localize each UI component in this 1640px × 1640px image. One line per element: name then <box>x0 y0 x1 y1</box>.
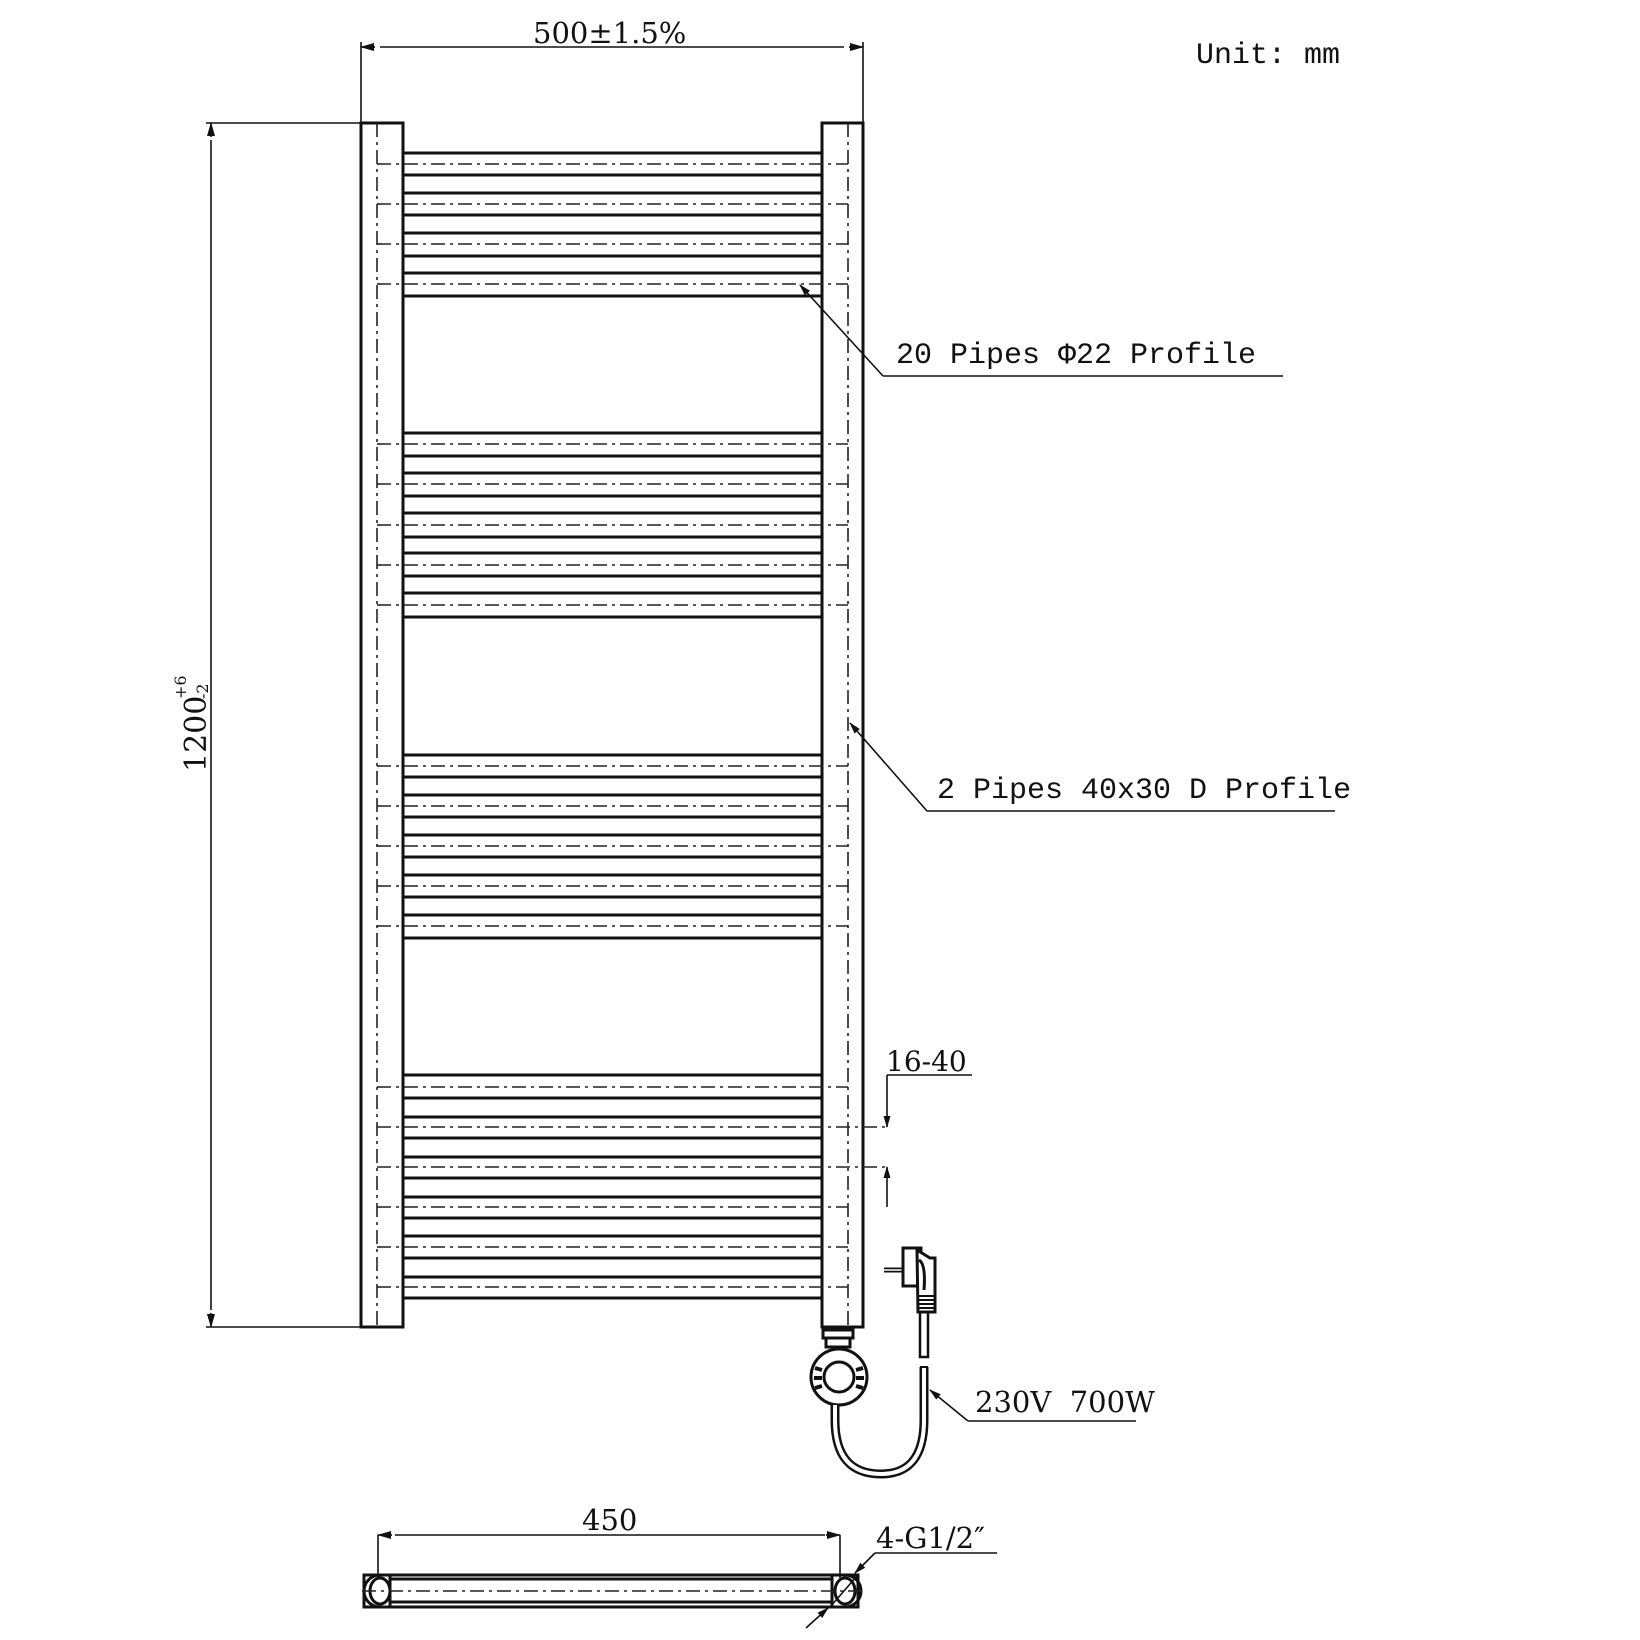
horizontal-pipes <box>377 151 890 1300</box>
pipe-callout-label: 20 Pipes Φ22 Profile <box>896 339 1256 373</box>
pipe-callout: 20 Pipes Φ22 Profile <box>799 284 1283 377</box>
spacing-callout-label: 16-40 <box>886 1045 967 1078</box>
column-callout: 2 Pipes 40x30 D Profile <box>849 722 1351 812</box>
spacing-callout: 16-40 <box>883 1045 972 1207</box>
pipe-group-4 <box>377 1073 890 1300</box>
column-callout-label: 2 Pipes 40x30 D Profile <box>937 774 1351 808</box>
height-tolerance-upper: +6 <box>171 675 190 699</box>
plug-icon <box>884 1246 937 1314</box>
connection-callout: 4-G1/2″ <box>805 1521 997 1629</box>
thermostat-heating-element <box>809 1328 869 1407</box>
power-callout-label: 230V 700W <box>975 1385 1155 1419</box>
right-vertical-column <box>820 121 865 1329</box>
connection-callout-label: 4-G1/2″ <box>876 1521 985 1555</box>
pipe-group-2 <box>377 431 848 619</box>
center-distance-label: 450 <box>582 1503 637 1537</box>
power-cable <box>830 1310 930 1479</box>
height-dimension: 1200 +6 -2 <box>171 122 361 1328</box>
width-dimension: 500±1.5% <box>360 16 864 123</box>
pipe-group-1 <box>377 151 848 298</box>
left-vertical-column <box>359 121 405 1329</box>
width-dimension-label: 500±1.5% <box>533 16 686 50</box>
plan-view: 450 <box>362 1503 865 1609</box>
unit-label: Unit: mm <box>1196 39 1340 73</box>
power-callout: 230V 700W <box>929 1385 1155 1422</box>
pipe-group-3 <box>377 753 848 940</box>
height-tolerance-lower: -2 <box>193 683 212 699</box>
height-dimension-label: 1200 <box>179 696 214 772</box>
